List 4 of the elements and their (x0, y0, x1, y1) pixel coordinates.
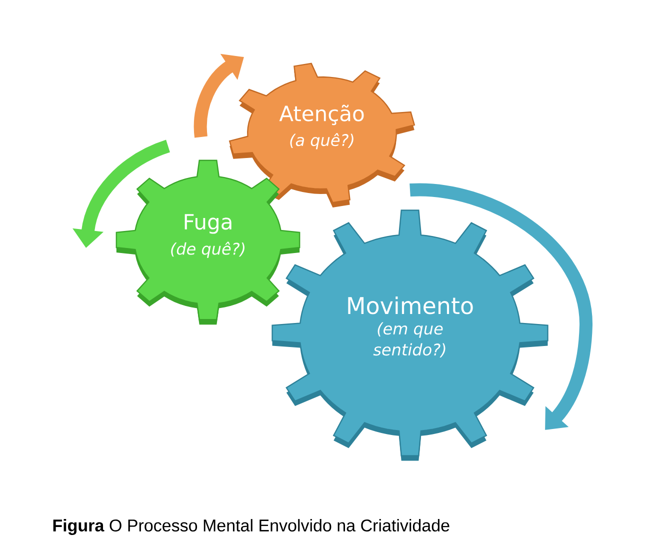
gear: Fuga (de quê?) (116, 160, 300, 325)
gear: Movimento (em que sentido?) (272, 210, 548, 461)
gear: Atenção (a quê?) (228, 62, 416, 208)
caption: Figura O Processo Mental Envolvido na Criatividade (53, 519, 450, 535)
